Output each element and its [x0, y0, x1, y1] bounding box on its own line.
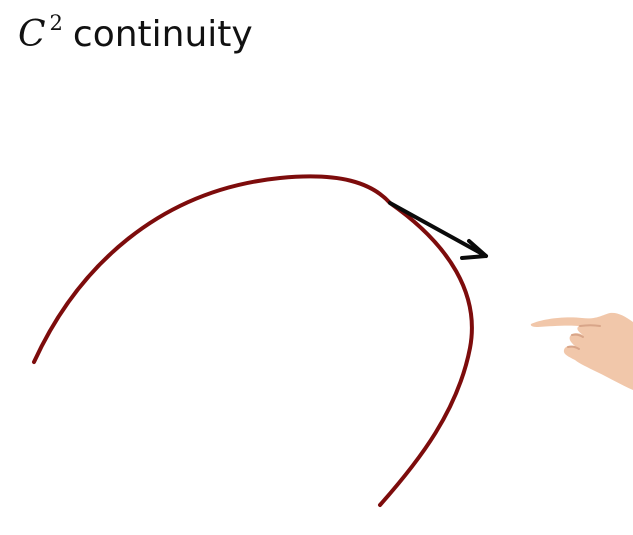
title-symbol: C — [18, 14, 46, 55]
hand-shadow — [567, 324, 601, 350]
curve-path — [32, 174, 474, 507]
tangent-arrow-icon — [388, 201, 488, 260]
pointing-hand-icon — [530, 312, 633, 390]
hand-shape — [530, 312, 633, 390]
page-title: C 2 continuity — [18, 10, 253, 60]
tangent-arrow-head — [460, 239, 488, 260]
title-text: continuity — [72, 14, 253, 55]
title-superscript: 2 — [49, 11, 63, 35]
tangent-arrow-shaft — [388, 201, 488, 258]
